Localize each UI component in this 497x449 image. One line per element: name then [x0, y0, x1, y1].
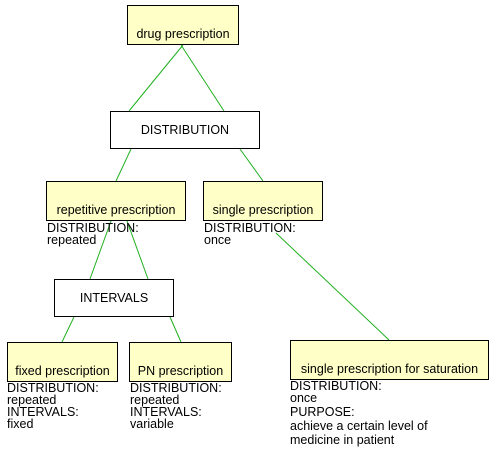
edge-repetitive-prescription-to-intervals — [89, 220, 112, 280]
edge-intervals-to-fixed-prescription — [61, 316, 75, 343]
attribute-line: repeated — [130, 393, 180, 407]
attribute-line: DISTRIBUTION: — [47, 221, 139, 235]
attribute-line: fixed — [7, 417, 34, 431]
node-label: INTERVALS — [79, 290, 149, 305]
node-label: DISTRIBUTION — [140, 122, 230, 137]
attribute-line: DISTRIBUTION: — [130, 381, 222, 395]
node-single-prescription[interactable]: single prescription — [203, 181, 323, 221]
edge-distribution-to-repetitive-prescription — [115, 148, 132, 182]
attributes-repetitive-prescription: DISTRIBUTION: repeated — [47, 221, 139, 247]
node-label: fixed prescription — [15, 363, 110, 378]
attribute-line: medicine in patient — [290, 433, 395, 447]
edge-intervals-to-pn-prescription — [169, 316, 182, 343]
attribute-line: repeated — [47, 233, 97, 247]
edge-layer — [61, 44, 390, 343]
attribute-line: PURPOSE: — [290, 405, 355, 419]
attribute-line: DISTRIBUTION: — [7, 381, 99, 395]
node-intervals[interactable]: INTERVALS — [54, 279, 174, 317]
attribute-line: INTERVALS: — [7, 405, 79, 419]
node-pn-prescription[interactable]: PN prescription — [129, 342, 232, 382]
edge-drug-prescription-to-distribution — [180, 44, 225, 112]
edge-repetitive-prescription-to-intervals — [126, 220, 149, 280]
attributes-single-prescription: DISTRIBUTION: once — [204, 221, 296, 247]
attribute-line: DISTRIBUTION: — [290, 379, 382, 393]
attribute-line: achieve a certain level of — [290, 419, 428, 433]
attribute-line: once — [204, 233, 232, 247]
node-label: PN prescription — [137, 363, 224, 378]
edge-distribution-to-single-prescription — [239, 148, 264, 182]
node-repetitive-prescription[interactable]: repetitive prescription — [46, 181, 186, 221]
node-label: single prescription — [212, 202, 314, 217]
node-label: repetitive prescription — [56, 202, 176, 217]
attributes-single-prescription-for-saturation: DISTRIBUTION: once PURPOSE: achieve a ce… — [290, 379, 428, 447]
node-drug-prescription[interactable]: drug prescription — [127, 5, 239, 45]
edge-drug-prescription-to-distribution — [128, 44, 184, 112]
node-distribution[interactable]: DISTRIBUTION — [110, 111, 260, 149]
node-fixed-prescription[interactable]: fixed prescription — [7, 342, 118, 382]
edge-single-prescription-to-single-prescription-saturation — [275, 232, 390, 341]
attribute-line: INTERVALS: — [130, 405, 202, 419]
attribute-line: repeated — [7, 393, 57, 407]
attributes-fixed-prescription: DISTRIBUTION: repeated INTERVALS: fixed — [7, 381, 99, 431]
attribute-line: variable — [130, 417, 174, 431]
attribute-line: DISTRIBUTION: — [204, 221, 296, 235]
attributes-pn-prescription: DISTRIBUTION: repeated INTERVALS: variab… — [130, 381, 222, 431]
node-label: single prescription for saturation — [300, 361, 479, 376]
node-single-prescription-for-saturation[interactable]: single prescription for saturation — [290, 340, 489, 380]
node-label: drug prescription — [136, 26, 230, 41]
attribute-line: once — [290, 391, 318, 405]
